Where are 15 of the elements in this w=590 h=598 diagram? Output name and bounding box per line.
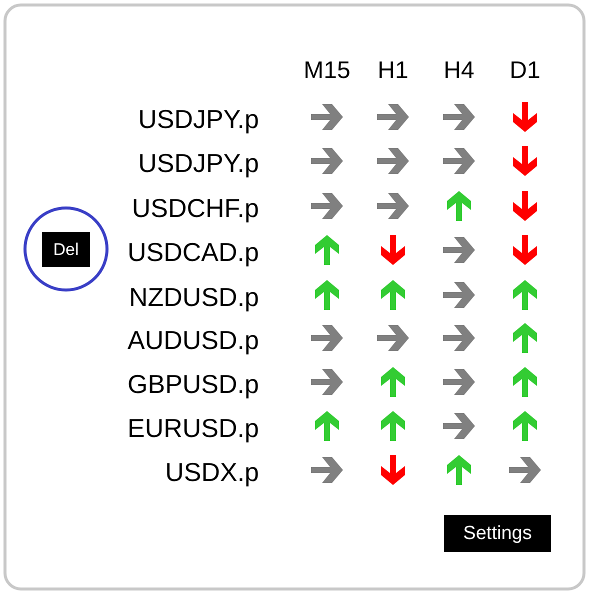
- symbol-name: NZDUSD.p: [128, 281, 259, 313]
- column-header: H4: [442, 57, 476, 85]
- symbol-name: AUDUSD.p: [128, 324, 259, 356]
- symbol-name: EURUSD.p: [128, 412, 259, 444]
- symbol-name: USDCHF.p: [132, 192, 259, 224]
- delete-button: Del: [42, 232, 90, 267]
- settings-button: Settings: [444, 515, 551, 552]
- symbol-name: USDX.p: [165, 456, 259, 488]
- column-header: D1: [508, 57, 542, 85]
- symbol-name: USDCAD.p: [128, 236, 259, 268]
- symbol-name: USDJPY.p: [138, 103, 259, 135]
- column-header: H1: [376, 57, 410, 85]
- column-header: M15: [302, 57, 352, 85]
- symbol-name: USDJPY.p: [138, 147, 259, 179]
- symbol-name: GBPUSD.p: [128, 368, 259, 400]
